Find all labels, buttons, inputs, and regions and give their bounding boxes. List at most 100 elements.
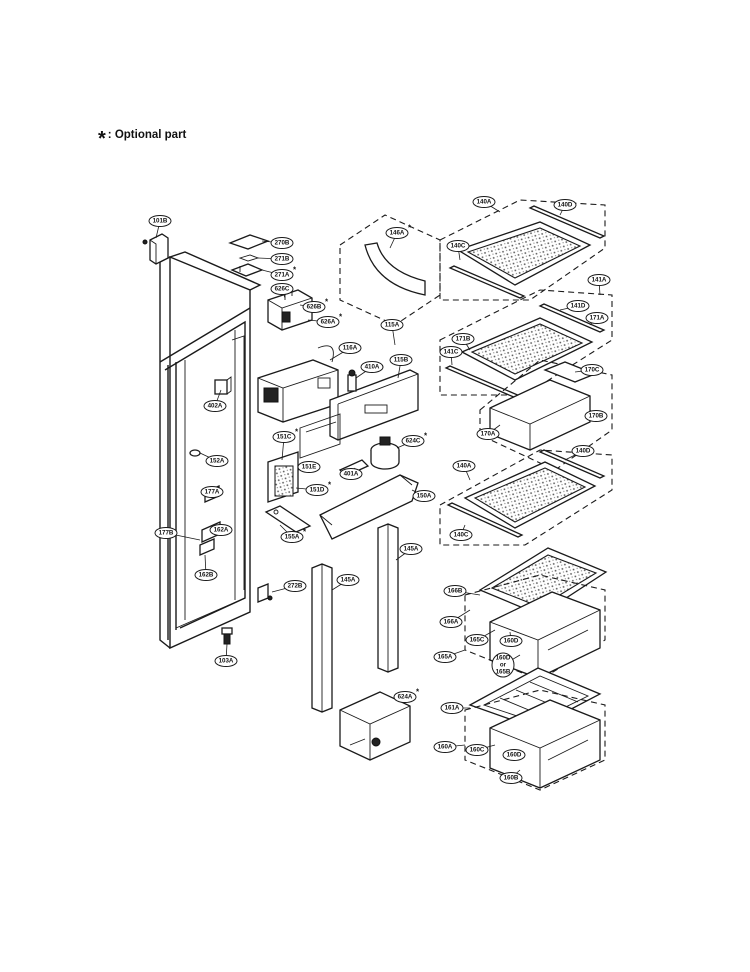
callout-c626B: 626B* <box>302 298 329 313</box>
callout-text-c146A: 146A <box>390 230 405 237</box>
callout-text-c160D_b-2: 165B <box>496 669 511 676</box>
optional-part-text: : Optional part <box>107 129 187 141</box>
callout-c151E: 151E <box>297 461 321 473</box>
callout-c170B: 170B <box>584 410 608 422</box>
optional-star-icon: * <box>328 481 332 490</box>
shelf-140A-top <box>439 199 606 301</box>
callout-text-c115B: 115B <box>394 357 409 364</box>
callout-text-c160A: 160A <box>438 744 453 751</box>
callout-c140A_2: 140A <box>452 460 476 472</box>
callout-c161A: 161A <box>440 702 464 714</box>
callout-c624C: 624C* <box>401 432 428 447</box>
callout-text-c101B: 101B <box>153 218 168 225</box>
callout-c160B: 160B <box>499 772 523 784</box>
callout-c155A: 155A* <box>280 528 307 543</box>
callout-c162A: 162A <box>209 524 233 536</box>
callout-text-c151E: 151E <box>302 464 316 471</box>
callout-c115A_top: 115A <box>380 319 404 331</box>
callout-text-c177B: 177B <box>159 530 174 537</box>
control-panel-115 <box>299 369 419 459</box>
callout-text-c115A_top: 115A <box>385 322 400 329</box>
callout-c151C: 151C* <box>272 428 299 443</box>
housing-part-116A <box>257 345 339 423</box>
bottle-holder-146A <box>339 214 441 326</box>
callout-text-c160B: 160B <box>504 775 519 782</box>
callout-c624A: 624A* <box>393 688 420 703</box>
callout-text-c271A: 271A <box>275 272 290 279</box>
callout-text-c141A: 141A <box>592 277 607 284</box>
callout-text-c161A: 161A <box>445 705 460 712</box>
callout-c140A: 140A <box>472 196 496 208</box>
cabinet-body <box>159 251 262 650</box>
callout-c145A_l: 145A <box>336 574 360 586</box>
grille-part-151 <box>267 451 299 503</box>
shelf-rail-145A-right <box>377 523 399 673</box>
callout-text-c402A: 402A <box>208 403 223 410</box>
callout-c146A: 146A* <box>385 224 412 239</box>
callout-text-c140D_2: 140D <box>576 448 591 455</box>
callout-c272B: 272B <box>283 580 307 592</box>
callout-text-c170B: 170B <box>589 413 604 420</box>
bracket-part-155A <box>264 505 312 533</box>
callout-c140C_2: 140C <box>449 529 473 541</box>
callout-c271A: 271A* <box>270 266 297 281</box>
callout-text-c162A: 162A <box>214 527 229 534</box>
optional-part-note: *: Optional part <box>98 128 186 151</box>
callout-text-c141D: 141D <box>571 303 586 310</box>
filter-box-624A <box>339 691 411 761</box>
lamp-cover-150A <box>319 474 419 540</box>
callout-c141A: 141A <box>587 274 611 286</box>
optional-star-icon: * <box>98 128 106 150</box>
callout-text-c271B: 271B <box>275 256 290 263</box>
optional-star-icon: * <box>325 298 329 307</box>
cover-part-270B <box>228 234 270 250</box>
callout-text-c171B: 171B <box>456 336 471 343</box>
callout-text-c166A: 166A <box>444 619 459 626</box>
callout-text-c116A: 116A <box>343 345 358 352</box>
callout-text-c140D: 140D <box>558 202 573 209</box>
hinge-part-272B <box>257 583 273 603</box>
callout-text-c141C: 141C <box>444 349 459 356</box>
callout-text-c160D_a: 160D <box>504 638 519 645</box>
optional-star-icon: * <box>295 428 299 437</box>
crisper-drawer-160A <box>464 689 606 791</box>
callout-c410A: 410A <box>360 361 384 373</box>
callout-c160D_a: 160D <box>499 635 523 647</box>
callout-text-c140A: 140A <box>477 199 492 206</box>
callout-c626A: 626A* <box>316 313 343 328</box>
callout-c171A: 171A <box>585 312 609 324</box>
callout-text-c151C: 151C <box>277 434 292 441</box>
callout-text-c103A: 103A <box>219 658 234 665</box>
callout-c103A: 103A <box>214 655 238 667</box>
callout-c165A: 165A <box>433 651 457 663</box>
motor-part-624C <box>370 436 400 470</box>
callout-c271B: 271B <box>270 253 294 265</box>
callout-text-c626C: 626C <box>275 286 290 293</box>
callout-text-c410A: 410A <box>365 364 380 371</box>
callout-c270B: 270B <box>270 237 294 249</box>
callout-text-c155A: 155A <box>285 534 300 541</box>
pin-part-152A <box>189 449 201 457</box>
callout-c141C: 141C <box>439 346 463 358</box>
callout-text-c626B: 626B <box>307 304 322 311</box>
callout-c101B: 101B <box>148 215 172 227</box>
callout-text-c165C: 165C <box>470 637 485 644</box>
callout-c151D: 151D* <box>305 481 332 496</box>
bracket-part-402A <box>214 376 232 395</box>
callout-c150A: 150A <box>412 490 436 502</box>
callout-text-c626A: 626A <box>321 319 336 326</box>
shelf-141A <box>439 289 613 399</box>
optional-star-icon: * <box>416 688 420 697</box>
callout-c166B: 166B <box>443 585 467 597</box>
callout-c166A: 166A <box>439 616 463 628</box>
callout-text-c165A: 165A <box>438 654 453 661</box>
callout-text-c145A_r: 145A <box>404 546 419 553</box>
callout-text-c171A: 171A <box>590 315 605 322</box>
callout-c626C: 626C <box>270 283 294 295</box>
callout-c145A_r: 145A <box>399 543 423 555</box>
callout-text-c160C: 160C <box>470 747 485 754</box>
optional-star-icon: * <box>303 528 307 537</box>
callout-c162B: 162B <box>194 569 218 581</box>
callout-text-c160D_b-0: 160D <box>496 655 511 662</box>
